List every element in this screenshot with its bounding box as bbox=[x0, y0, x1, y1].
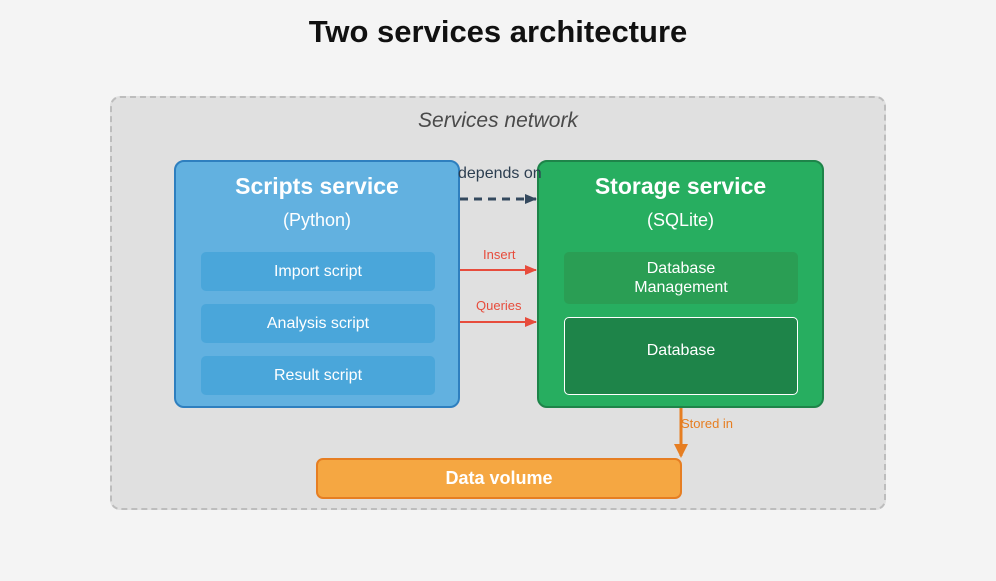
result-script-box: Result script bbox=[201, 356, 435, 395]
scripts-service-title: Scripts service bbox=[235, 173, 399, 199]
analysis-script-box: Analysis script bbox=[201, 304, 435, 343]
services-network-label: Services network bbox=[418, 109, 578, 132]
depends-on-label: depends on bbox=[458, 165, 542, 182]
database-management-line1: Database bbox=[646, 260, 716, 277]
scripts-service-subtitle: (Python) bbox=[282, 210, 352, 230]
data-volume-box: Data volume bbox=[316, 458, 682, 499]
diagram-title: Two services architecture bbox=[308, 14, 688, 49]
storage-service-box: Storage service (SQLite) Database Manage… bbox=[537, 160, 824, 408]
database-management-box: Database Management bbox=[564, 252, 798, 304]
database-management-line2: Management bbox=[634, 279, 728, 296]
storage-service-subtitle: (SQLite) bbox=[646, 210, 715, 230]
database-box: Database bbox=[564, 317, 798, 395]
scripts-service-box: Scripts service (Python) Import script A… bbox=[174, 160, 460, 408]
queries-label: Queries bbox=[476, 298, 522, 313]
stored-in-label: Stored in bbox=[681, 416, 734, 431]
insert-label: Insert bbox=[483, 247, 516, 262]
storage-service-title: Storage service bbox=[594, 173, 767, 199]
import-script-box: Import script bbox=[201, 252, 435, 291]
